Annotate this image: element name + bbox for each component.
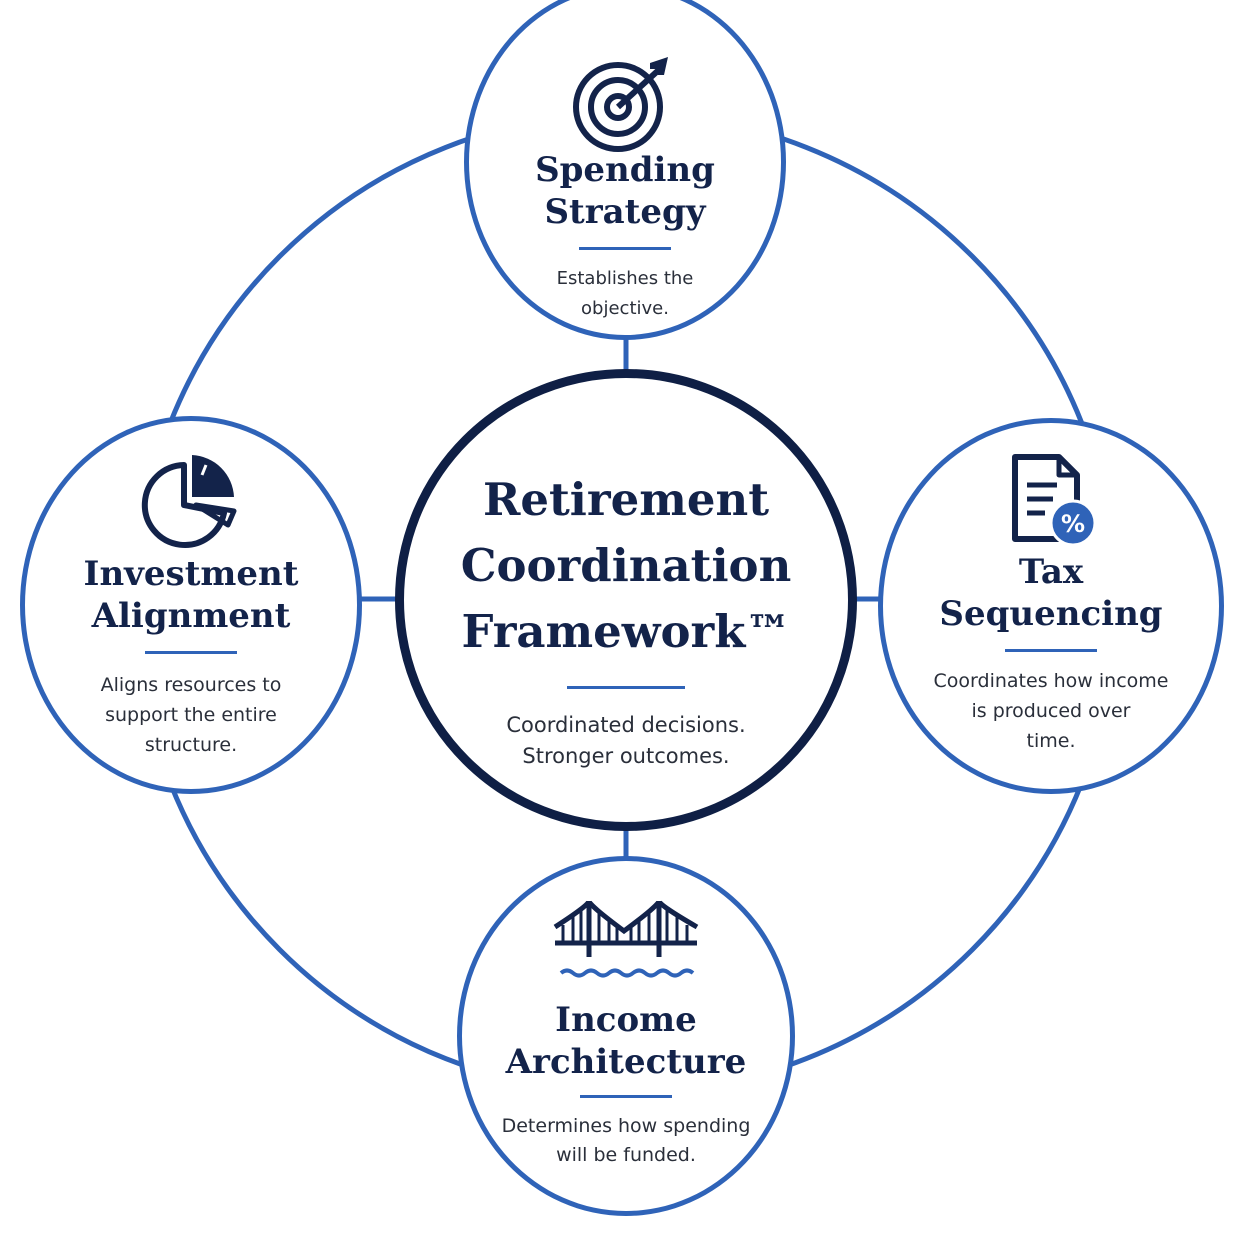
investment-alignment-description: Aligns resources to support the entire s…	[100, 674, 282, 756]
tax-sequencing-description: Coordinates how income is produced over …	[933, 670, 1169, 752]
tax-sequencing-circle: % Tax Sequencing Coordinates how income …	[878, 418, 1224, 794]
framework-divider	[567, 686, 685, 689]
tax-sequencing-divider	[1005, 649, 1097, 652]
tax-sequencing-title: Tax Sequencing	[939, 552, 1163, 634]
income-architecture-divider	[580, 1095, 672, 1098]
investment-alignment-divider	[145, 651, 237, 654]
center-framework-circle: Retirement Coordination Framework™ Coord…	[395, 369, 857, 831]
income-architecture-title: Income Architecture	[505, 1000, 747, 1082]
income-architecture-circle: Income Architecture Determines how spend…	[457, 856, 795, 1216]
spending-strategy-title: Spending Strategy	[535, 150, 715, 232]
document-percent-icon: %	[1012, 454, 1097, 547]
investment-alignment-circle: Investment Alignment Aligns resources to…	[20, 416, 362, 794]
spending-strategy-description: Establishes the objective.	[556, 268, 694, 319]
target-arrow-icon	[573, 57, 668, 152]
spending-strategy-circle: Spending Strategy Establishes the object…	[464, 0, 786, 340]
pie-chart-icon	[141, 455, 237, 548]
framework-description: Coordinated decisions. Stronger outcomes…	[506, 713, 746, 768]
spending-strategy-divider	[579, 247, 671, 250]
bridge-icon	[553, 899, 699, 978]
investment-alignment-title: Investment Alignment	[83, 554, 299, 636]
svg-text:%: %	[1061, 510, 1085, 538]
framework-title: Retirement Coordination Framework™	[460, 473, 792, 658]
income-architecture-description: Determines how spending will be funded.	[501, 1115, 751, 1166]
